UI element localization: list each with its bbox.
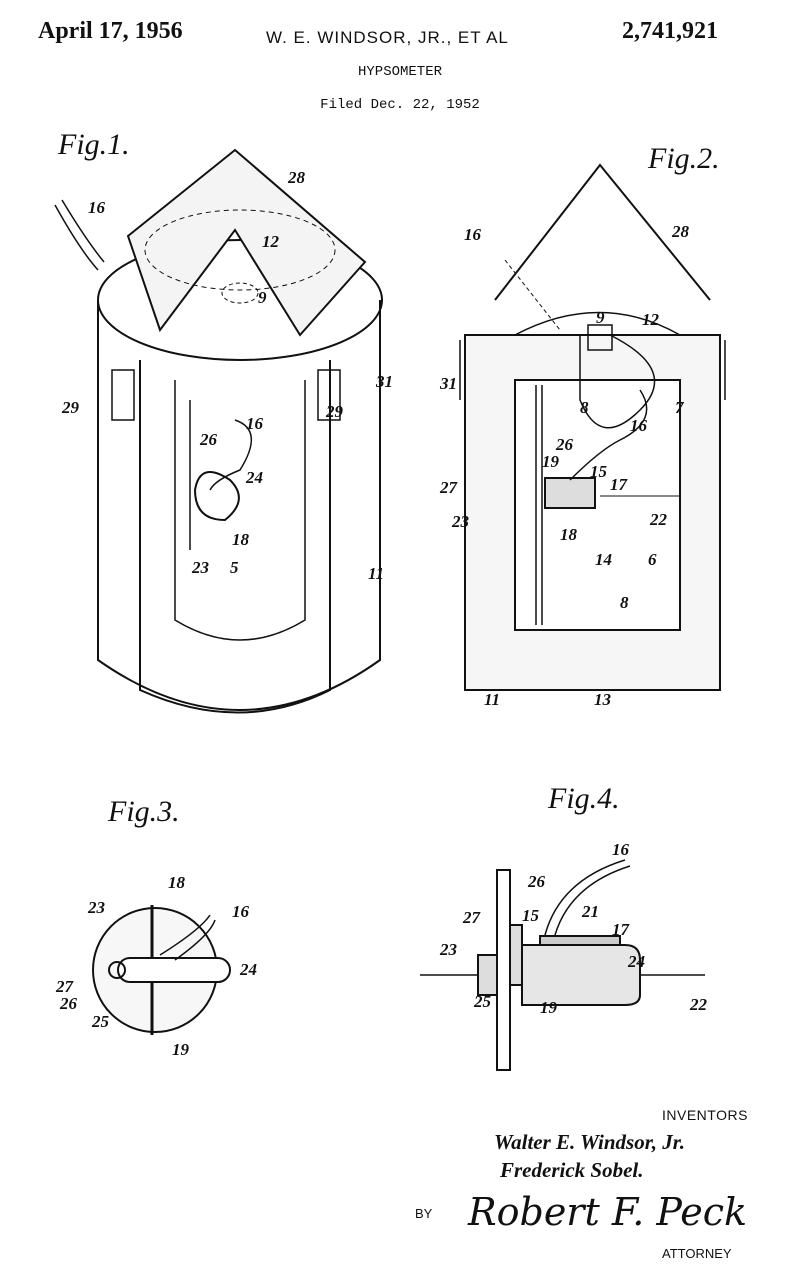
ref-numeral: 6 — [648, 550, 657, 569]
ref-numeral: 25 — [474, 992, 491, 1011]
filed-date: Filed Dec. 22, 1952 — [320, 97, 480, 113]
ref-numeral: 16 — [464, 225, 481, 244]
ref-numeral: 29 — [62, 398, 79, 417]
ref-numeral: 19 — [542, 452, 559, 471]
by-label: BY — [415, 1206, 433, 1221]
ref-numeral: 15 — [522, 906, 539, 925]
ref-numeral: 27 — [440, 478, 457, 497]
ref-numeral: 26 — [60, 994, 77, 1013]
ref-numeral: 9 — [596, 308, 605, 327]
ref-numeral: 31 — [376, 372, 393, 391]
patent-date: April 17, 1956 — [38, 18, 183, 44]
ref-numeral: 28 — [288, 168, 305, 187]
ref-numeral: 23 — [88, 898, 105, 917]
ref-numeral: 24 — [628, 952, 645, 971]
ref-numeral: 18 — [560, 525, 577, 544]
ref-numeral: 19 — [172, 1040, 189, 1059]
ref-numeral: 23 — [192, 558, 209, 577]
fig4-title: Fig.4. — [548, 782, 620, 815]
fig2-drawing — [459, 163, 726, 691]
attorney-label: ATTORNEY — [662, 1246, 732, 1261]
fig3-title: Fig.3. — [108, 795, 180, 828]
ref-numeral: 29 — [326, 402, 343, 421]
inventor-name: Walter E. Windsor, Jr. — [494, 1130, 686, 1154]
fig3-drawing — [92, 905, 231, 1035]
ref-numeral: 11 — [368, 564, 385, 583]
ref-numeral: 28 — [672, 222, 689, 241]
ref-numeral: 22 — [650, 510, 667, 529]
ref-numeral: 18 — [168, 873, 185, 892]
ref-numeral: 9 — [258, 288, 267, 307]
fig1-title: Fig.1. — [58, 128, 130, 161]
ref-numeral: 25 — [92, 1012, 109, 1031]
ref-numeral: 23 — [440, 940, 457, 959]
ref-numeral: 13 — [594, 690, 611, 709]
patent-number: 2,741,921 — [622, 18, 718, 44]
ref-numeral: 23 — [452, 512, 469, 531]
ref-numeral: 16 — [232, 902, 249, 921]
ref-numeral: 14 — [595, 550, 612, 569]
patent-title: HYPSOMETER — [357, 64, 442, 80]
ref-numeral: 8 — [620, 593, 629, 612]
fig4-drawing — [420, 859, 705, 1071]
ref-numeral: 24 — [240, 960, 257, 979]
ref-numeral: 17 — [612, 920, 629, 939]
ref-numeral: 12 — [262, 232, 279, 251]
ref-numeral: 27 — [463, 908, 480, 927]
inventors-heading: INVENTORS — [662, 1107, 748, 1123]
ref-numeral: 24 — [246, 468, 263, 487]
attorney-signature: Robert F. Peck — [468, 1190, 748, 1234]
fig2-title: Fig.2. — [648, 142, 720, 175]
ref-numeral: 27 — [56, 977, 73, 996]
ref-numeral: 26 — [528, 872, 545, 891]
inventor-header: W. E. WINDSOR, JR., ET AL — [266, 28, 509, 47]
ref-numeral: 22 — [690, 995, 707, 1014]
fig1-drawing — [54, 148, 383, 714]
ref-numeral: 26 — [200, 430, 217, 449]
ref-numeral: 5 — [230, 558, 239, 577]
ref-numeral: 16 — [612, 840, 629, 859]
ref-numeral: 16 — [88, 198, 105, 217]
ref-numeral: 16 — [246, 414, 263, 433]
ref-numeral: 12 — [642, 310, 659, 329]
inventor-name: Frederick Sobel. — [500, 1158, 644, 1182]
ref-numeral: 31 — [440, 374, 457, 393]
ref-numeral: 16 — [630, 416, 647, 435]
ref-numeral: 11 — [484, 690, 501, 709]
ref-numeral: 15 — [590, 462, 607, 481]
ref-numeral: 26 — [556, 435, 573, 454]
ref-numeral: 21 — [582, 902, 599, 921]
ref-numeral: 18 — [232, 530, 249, 549]
ref-numeral: 19 — [540, 998, 557, 1017]
ref-numeral: 8 — [580, 398, 589, 417]
ref-numeral: 7 — [675, 398, 684, 417]
ref-numeral: 17 — [610, 475, 627, 494]
